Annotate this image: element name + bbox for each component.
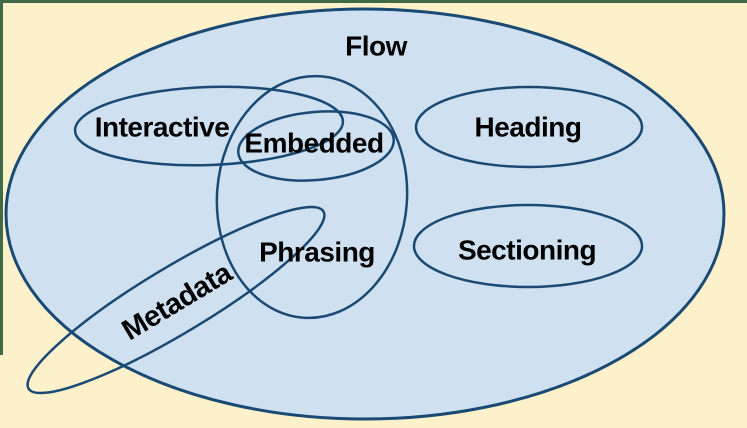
phrasing-label: Phrasing xyxy=(259,237,375,268)
metadata-ellipse xyxy=(26,205,326,395)
heading-label: Heading xyxy=(475,112,582,143)
flow-ellipse xyxy=(4,7,726,421)
heading-ellipse xyxy=(414,85,644,169)
sectioning-ellipse xyxy=(412,203,644,289)
flow-label: Flow xyxy=(345,31,407,62)
window-border-left xyxy=(0,0,3,355)
interactive-ellipse xyxy=(73,85,345,167)
window-border-top xyxy=(0,0,747,3)
embedded-ellipse xyxy=(236,110,396,182)
embedded-label: Embedded xyxy=(244,128,383,159)
interactive-label: Interactive xyxy=(95,112,230,143)
phrasing-ellipse xyxy=(215,74,409,320)
sectioning-label: Sectioning xyxy=(458,235,596,266)
